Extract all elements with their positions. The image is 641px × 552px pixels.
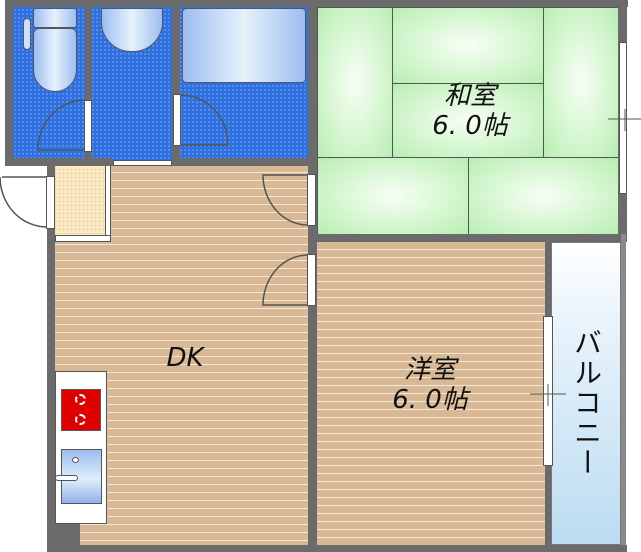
wall-wet-bottom-2 — [172, 158, 317, 166]
yoshitsu-room — [317, 242, 545, 545]
entrance-door-swing — [0, 176, 48, 228]
wall-washitsu-bottom — [308, 234, 627, 242]
tatami-mat — [392, 7, 544, 84]
tatami-mat — [543, 7, 619, 158]
toilet-tank — [33, 8, 77, 28]
washitsu-size: 6. 0帖 — [432, 110, 508, 141]
window-mark — [608, 109, 641, 131]
entrance-floor — [55, 165, 105, 235]
tatami-mat — [317, 157, 469, 235]
toilet-door-opening[interactable] — [84, 100, 92, 152]
window-mark — [530, 384, 566, 406]
toilet-bowl — [33, 28, 77, 92]
washitsu-door-swing — [262, 174, 308, 226]
entrance-step — [55, 235, 111, 242]
wash-basin — [101, 8, 163, 52]
washitsu-label: 和室 6. 0帖 — [405, 81, 535, 142]
yoshitsu-label: 洋室 6. 0帖 — [365, 355, 495, 416]
wash-opening — [113, 160, 172, 166]
yoshitsu-size: 6. 0帖 — [392, 384, 468, 415]
wall-left-wet — [5, 0, 13, 166]
burner-icon — [75, 414, 86, 425]
washitsu-door-opening[interactable] — [307, 174, 316, 226]
toilet-panel-icon — [23, 18, 31, 50]
drain-icon — [72, 457, 79, 463]
refrigerator-space — [55, 524, 80, 545]
tatami-mat — [317, 7, 393, 158]
bathtub — [182, 8, 306, 83]
wall-wet-bottom — [5, 158, 113, 166]
toilet-door-swing — [37, 99, 86, 151]
bath-door-swing — [180, 94, 229, 146]
yoshitsu-door-opening[interactable] — [307, 254, 316, 306]
wall-wash-bath — [172, 0, 180, 166]
faucet-icon — [55, 475, 78, 481]
bath-door-opening[interactable] — [173, 94, 181, 146]
balcony-label: バルコニー — [570, 328, 603, 478]
washitsu-window[interactable] — [619, 42, 627, 194]
entrance-step — [105, 165, 111, 242]
wall-left-dk — [47, 158, 55, 552]
wall-balcony-right — [621, 234, 626, 552]
wall-bottom — [47, 545, 627, 552]
tatami-mat — [468, 157, 619, 235]
entrance-door-opening[interactable] — [46, 176, 55, 229]
wall-toilet-wash — [85, 0, 92, 160]
burner-icon — [75, 394, 86, 405]
dk-label: DK — [166, 343, 204, 373]
washitsu-name: 和室 — [443, 81, 496, 111]
yoshitsu-door-swing — [262, 254, 308, 306]
yoshitsu-name: 洋室 — [403, 355, 456, 385]
